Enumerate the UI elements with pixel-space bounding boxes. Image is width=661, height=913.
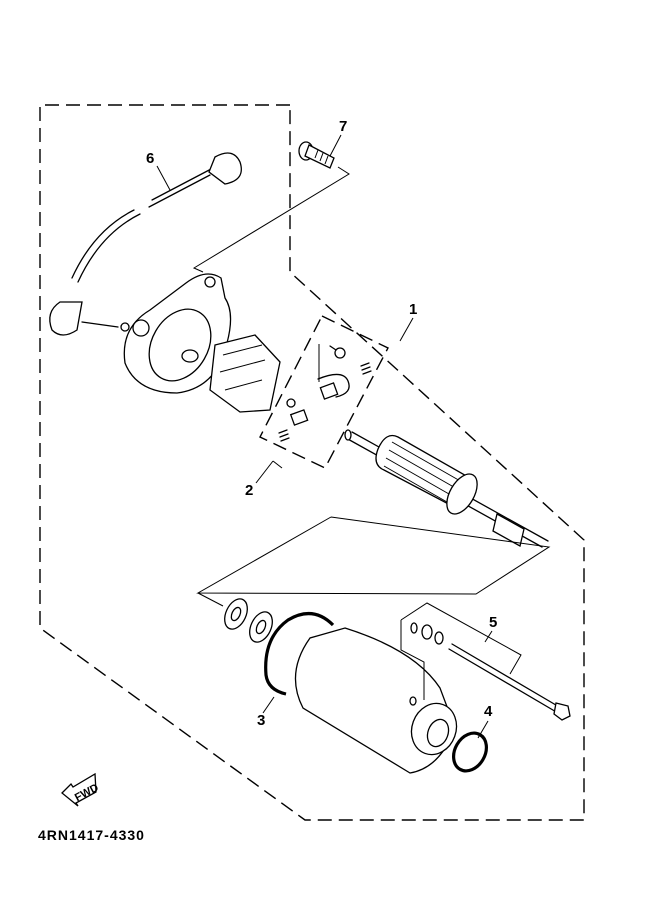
callout-3: 3 [257, 696, 275, 729]
bolt-set [400, 602, 571, 721]
callout-5-number: 5 [489, 614, 497, 631]
fwd-arrow: FWD [61, 772, 101, 807]
leader-box [196, 516, 551, 595]
screw [298, 141, 335, 169]
callout-2: 2 [245, 460, 283, 499]
callout-1: 1 [399, 301, 417, 342]
lead-wire [49, 152, 242, 336]
callout-6-number: 6 [146, 150, 154, 167]
drawing-code: 4RN1417-4330 [38, 827, 145, 843]
callout-6: 6 [146, 150, 171, 191]
armature [344, 429, 549, 548]
callout-1-number: 1 [409, 301, 417, 318]
callout-2-number: 2 [245, 482, 253, 499]
assembly-boundary [39, 104, 585, 821]
callout-4: 4 [477, 703, 493, 739]
o-ring-large [264, 612, 335, 696]
end-cover [123, 273, 232, 394]
callout-3-number: 3 [257, 712, 265, 729]
motor-housing [294, 627, 458, 774]
callout-7: 7 [329, 118, 347, 157]
brush-set-boundary [259, 315, 389, 469]
callout-4-number: 4 [484, 703, 493, 720]
callout-5: 5 [484, 614, 497, 643]
callout-7-number: 7 [339, 118, 347, 135]
washers [224, 598, 273, 643]
brush-set-parts [278, 344, 372, 442]
brush-holder [209, 334, 281, 413]
